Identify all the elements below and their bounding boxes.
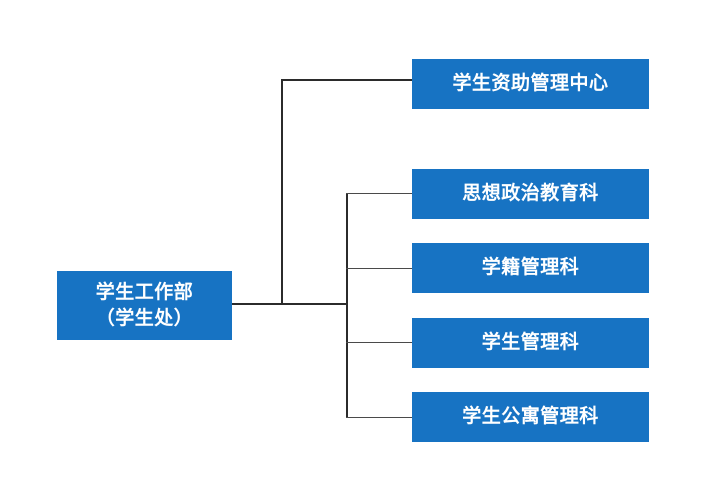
dept-node-financial-aid-center: 学生资助管理中心 [412, 59, 649, 109]
connector-to-node-4 [346, 342, 412, 343]
dept-node-dormitory-management: 学生公寓管理科 [412, 392, 649, 442]
dept-node-ideological-education: 思想政治教育科 [412, 169, 649, 219]
connector-root-horizontal [232, 303, 348, 305]
connector-trunk-upper [281, 79, 283, 305]
dept-node-enrollment-records: 学籍管理科 [412, 243, 649, 293]
connector-to-node-5 [346, 417, 412, 418]
dept-node-label: 学生资助管理中心 [452, 72, 609, 95]
dept-node-label: 学籍管理科 [481, 256, 580, 279]
dept-node-label: 学生管理科 [481, 331, 580, 354]
dept-node-student-management: 学生管理科 [412, 318, 649, 368]
root-node-subtitle: （学生处） [95, 306, 194, 329]
dept-node-label: 思想政治教育科 [462, 182, 599, 205]
root-node-student-affairs: 学生工作部 （学生处） [57, 271, 232, 340]
connector-to-node-2 [346, 193, 412, 194]
connector-to-node-1 [281, 79, 412, 81]
connector-trunk-lower [346, 193, 348, 418]
connector-to-node-3 [346, 268, 412, 269]
root-node-title: 学生工作部 [95, 280, 194, 303]
dept-node-label: 学生公寓管理科 [462, 405, 599, 428]
